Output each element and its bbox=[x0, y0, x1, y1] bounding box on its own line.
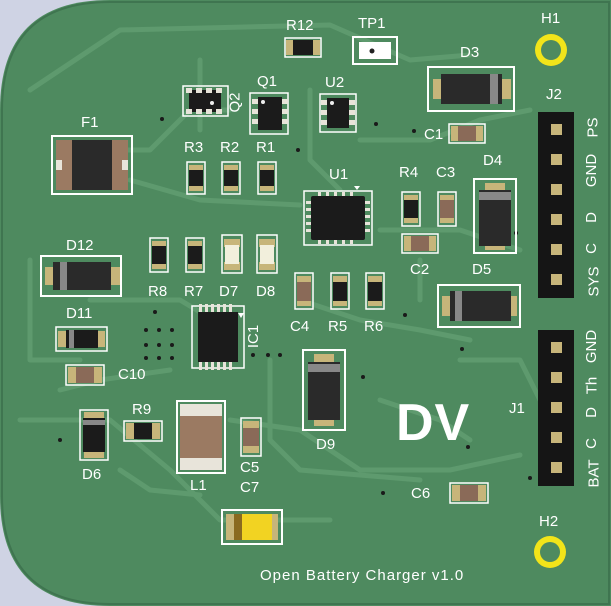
d7-led bbox=[221, 234, 243, 274]
j1-pin-label: BAT bbox=[585, 459, 603, 488]
designator-d11: D11 bbox=[66, 305, 93, 322]
f1-fuse bbox=[51, 135, 133, 195]
d4-diode bbox=[473, 178, 517, 254]
c2-capacitor bbox=[401, 233, 439, 254]
ic1-ic bbox=[191, 304, 245, 370]
d8-led bbox=[256, 234, 278, 274]
designator-tp1: TP1 bbox=[358, 15, 386, 32]
designator-r6: R6 bbox=[364, 318, 384, 335]
designator-c4: C4 bbox=[290, 318, 310, 335]
designator-d12: D12 bbox=[66, 237, 94, 254]
j2-pin-label: C bbox=[582, 243, 600, 254]
designator-j2: J2 bbox=[546, 86, 562, 103]
designator-c1: C1 bbox=[424, 126, 444, 143]
mounting-hole-h2 bbox=[534, 536, 566, 568]
designator-c7: C7 bbox=[240, 479, 260, 496]
d5-diode bbox=[437, 284, 521, 328]
u2-ic bbox=[319, 93, 357, 133]
j2-pin-label: D bbox=[582, 212, 600, 223]
r8-resistor bbox=[149, 237, 169, 273]
designator-r8: R8 bbox=[148, 283, 168, 300]
j2-pin-label: PS bbox=[584, 117, 602, 138]
d6-diode bbox=[79, 409, 109, 461]
r7-resistor bbox=[185, 237, 205, 273]
c7-capacitor bbox=[221, 509, 283, 545]
designator-d6: D6 bbox=[82, 466, 102, 483]
designator-c3: C3 bbox=[436, 164, 456, 181]
designator-r1: R1 bbox=[256, 139, 276, 156]
designator-h1: H1 bbox=[541, 10, 561, 27]
designator-h2: H2 bbox=[539, 513, 559, 530]
designator-u1: U1 bbox=[329, 166, 349, 183]
designator-r9: R9 bbox=[132, 401, 152, 418]
q2-transistor bbox=[182, 85, 229, 117]
u1-ic bbox=[303, 186, 373, 246]
designator-r12: R12 bbox=[286, 17, 314, 34]
designator-r5: R5 bbox=[328, 318, 348, 335]
c6-capacitor bbox=[449, 482, 489, 504]
designator-d4: D4 bbox=[483, 152, 503, 169]
c10-capacitor bbox=[65, 364, 105, 386]
d12-diode bbox=[40, 255, 122, 297]
q1-transistor bbox=[249, 92, 289, 135]
designator-c2: C2 bbox=[410, 261, 430, 278]
l1-inductor bbox=[176, 400, 226, 474]
r9-resistor bbox=[123, 420, 163, 442]
j1-connector bbox=[538, 330, 574, 486]
designator-j1: J1 bbox=[509, 400, 525, 417]
designator-d9: D9 bbox=[316, 436, 336, 453]
designator-f1: F1 bbox=[81, 114, 99, 131]
designator-d5: D5 bbox=[472, 261, 492, 278]
c5-capacitor bbox=[240, 417, 262, 457]
d11-diode bbox=[55, 326, 108, 352]
tp1-testpoint bbox=[352, 36, 398, 65]
designator-q2: Q2 bbox=[226, 92, 244, 113]
j1-pin-label: D bbox=[582, 407, 600, 418]
r6-resistor bbox=[365, 272, 385, 310]
r1-resistor bbox=[257, 161, 277, 195]
designator-r7: R7 bbox=[184, 283, 204, 300]
designator-q1: Q1 bbox=[257, 73, 278, 90]
r3-resistor bbox=[186, 161, 206, 195]
mounting-hole-h1 bbox=[535, 34, 567, 66]
designator-c5: C5 bbox=[240, 459, 260, 476]
c4-capacitor bbox=[294, 272, 314, 310]
footer-text: Open Battery Charger v1.0 bbox=[260, 567, 465, 584]
r2-resistor bbox=[221, 161, 241, 195]
designator-l1: L1 bbox=[190, 477, 207, 494]
designator-r2: R2 bbox=[220, 139, 240, 156]
j1-pin-label: GND bbox=[583, 329, 601, 364]
j1-pin-label: C bbox=[582, 438, 600, 449]
r5-resistor bbox=[330, 272, 350, 310]
r12-resistor bbox=[284, 37, 322, 58]
d9-diode bbox=[302, 349, 346, 431]
j2-pin-label: GND bbox=[583, 153, 601, 188]
j2-pin-label: SYS bbox=[585, 266, 603, 297]
designator-d7: D7 bbox=[219, 283, 239, 300]
c1-capacitor bbox=[448, 123, 486, 144]
j2-connector bbox=[538, 112, 574, 298]
designator-c10: C10 bbox=[118, 366, 146, 383]
designator-c6: C6 bbox=[411, 485, 431, 502]
d3-diode bbox=[427, 66, 515, 112]
vias bbox=[58, 117, 532, 495]
designator-ic1: IC1 bbox=[245, 324, 263, 349]
designator-r3: R3 bbox=[184, 139, 204, 156]
designator-d8: D8 bbox=[256, 283, 276, 300]
j1-pin-label: Th bbox=[583, 376, 601, 395]
designator-r4: R4 bbox=[399, 164, 419, 181]
logo-text: DV bbox=[396, 394, 471, 452]
r4-resistor bbox=[401, 191, 421, 227]
designator-d3: D3 bbox=[460, 44, 480, 61]
designator-u2: U2 bbox=[325, 74, 345, 91]
c3-capacitor bbox=[437, 191, 457, 227]
